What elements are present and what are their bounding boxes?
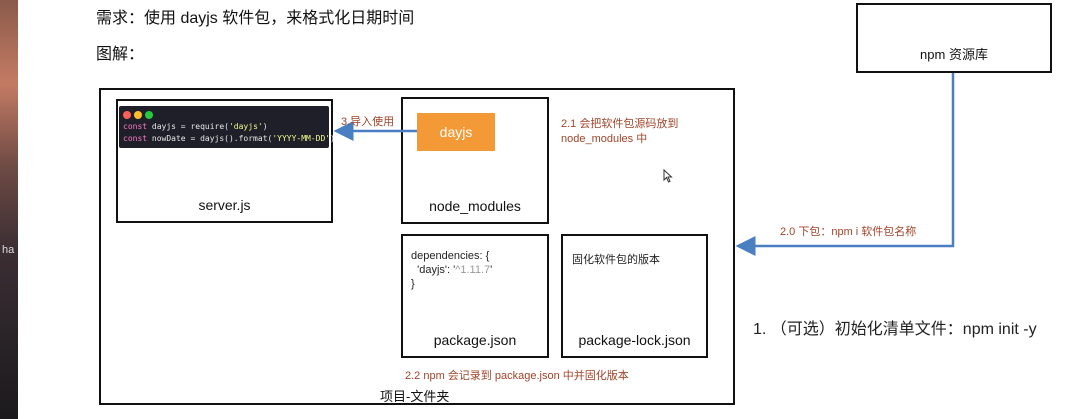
requirement-heading: 需求：使用 dayjs 软件包，来格式化日期时间 [96,10,415,27]
node-modules-label: node_modules [429,198,521,214]
package-lock-note: 固化软件包的版本 [572,254,660,266]
server-js-label: server.js [198,197,251,213]
import-annotation: 3.导入使用 [341,116,395,128]
package-lock-box: package-lock.json [561,234,708,358]
code-line-format: const nowDate = dayjs().format('YYYY-MM-… [123,134,335,143]
background-photo-strip [0,0,18,419]
code-editor-window: const dayjs = require('dayjs') const now… [119,106,335,148]
diagram-label: 图解： [96,46,145,63]
minimize-dot-icon [134,111,142,119]
put-source-annotation-line2: node_modules 中 [561,133,648,145]
dayjs-package-block: dayjs [417,113,495,151]
maximize-dot-icon [145,111,153,119]
package-lock-label: package-lock.json [578,332,691,348]
npm-registry-label: npm 资源库 [920,47,988,62]
record-annotation: 2.2 npm 会记录到 package.json 中并固化版本 [405,370,629,382]
npm-registry-box: npm 资源库 [856,3,1052,73]
code-line-require: const dayjs = require('dayjs') [123,122,268,131]
background-strip-text: ha [2,244,15,256]
mouse-cursor-icon [663,169,673,183]
download-annotation: 2.0 下包：npm i 软件包名称 [780,226,917,238]
init-annotation: 1. （可选）初始化清单文件：npm init -y [753,321,1037,338]
project-folder-label: 项目-文件夹 [380,389,450,404]
package-json-label: package.json [433,332,517,348]
close-dot-icon [123,111,131,119]
package-json-box: package.json [401,234,549,358]
download-arrow [735,73,955,256]
put-source-annotation-line1: 2.1 会把软件包源码放到 [561,118,679,130]
package-json-content: dependencies: { 'dayjs': '^1.11.7' } [411,250,493,290]
